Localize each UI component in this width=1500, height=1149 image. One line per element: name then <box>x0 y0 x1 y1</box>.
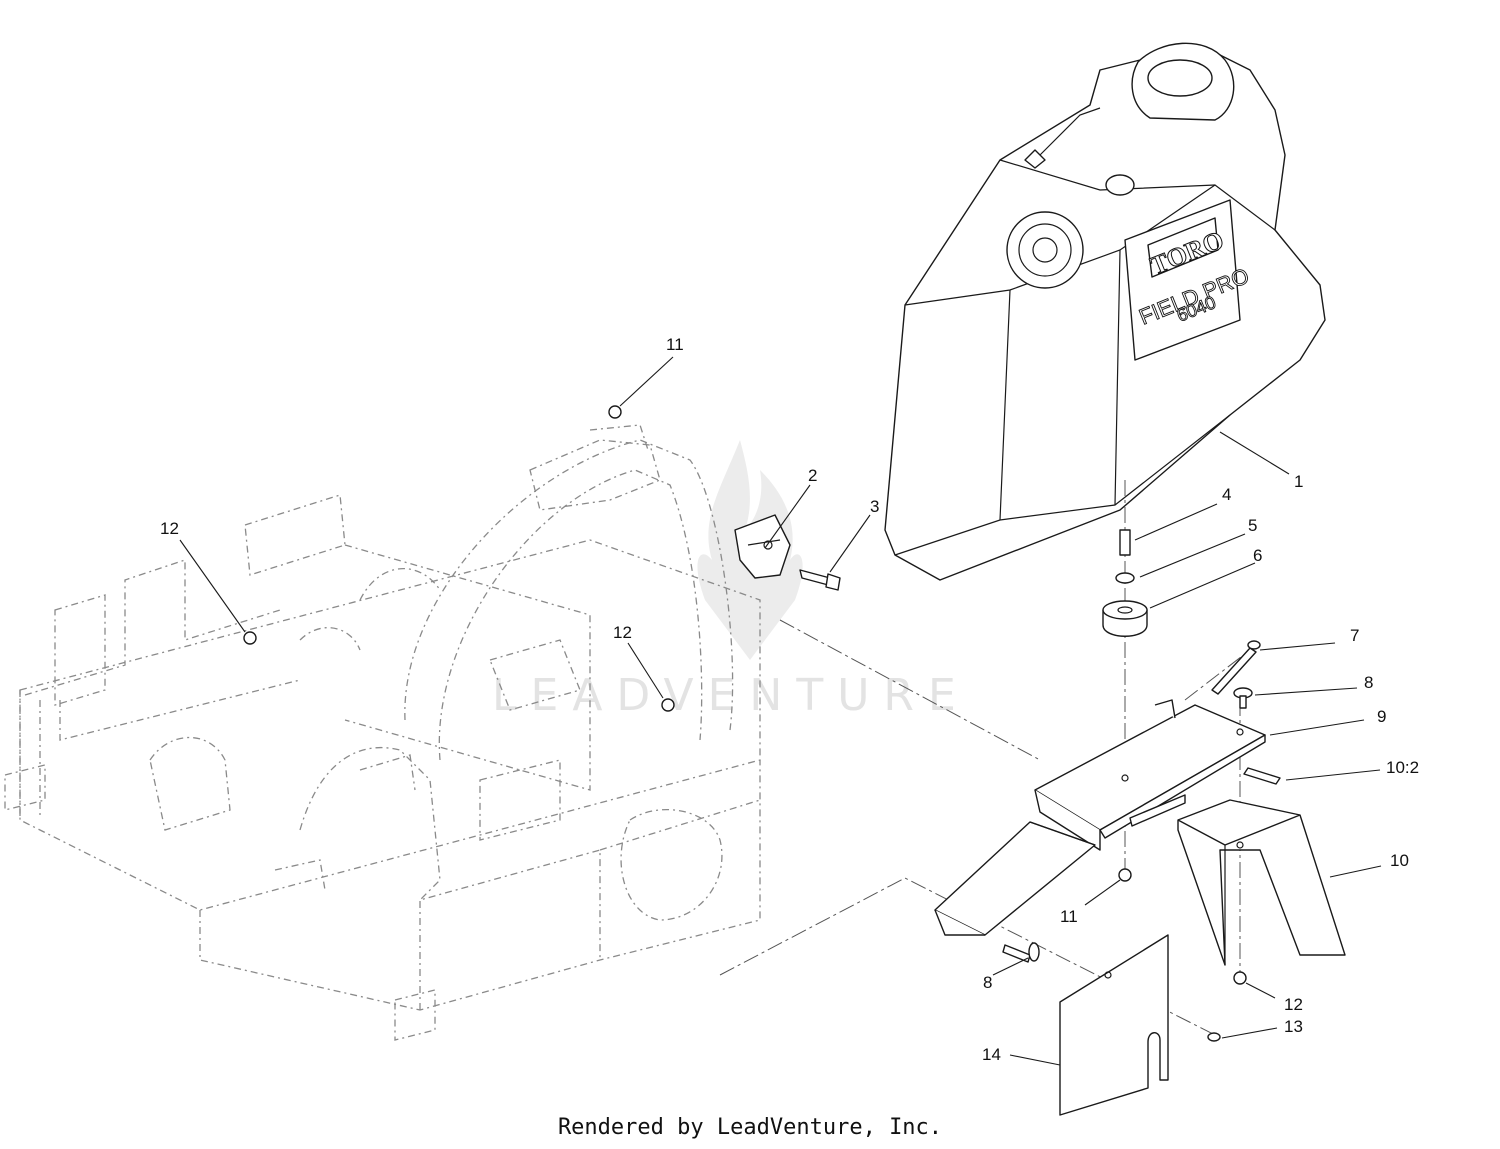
rubber-bracket <box>734 514 791 579</box>
bolt-4 <box>1119 529 1131 556</box>
callout-1: 1 <box>1294 472 1303 491</box>
callout-12-left: 12 <box>160 519 179 538</box>
nut-12-shield <box>1233 971 1247 985</box>
nut-12-center <box>661 698 675 712</box>
body-cover: TORO FIELD PRO 6040 <box>884 42 1326 581</box>
fitting <box>1024 149 1046 169</box>
callout-5: 5 <box>1248 516 1257 535</box>
strip-10-2 <box>1243 767 1281 785</box>
plate-14 <box>1059 934 1169 1116</box>
callout-11-bracket: 11 <box>1060 907 1078 926</box>
shield-10 <box>1177 799 1346 966</box>
callout-6: 6 <box>1253 546 1262 565</box>
callout-12-shield: 12 <box>1284 995 1303 1014</box>
callout-11-top: 11 <box>666 335 684 354</box>
footer-credit: Rendered by LeadVenture, Inc. <box>557 1115 943 1140</box>
callout-12-center: 12 <box>613 623 632 642</box>
screw-13 <box>1207 1032 1221 1042</box>
knob <box>1006 211 1084 289</box>
mount-bracket-9 <box>934 699 1266 936</box>
carriage-bolt-8-top <box>1233 687 1253 709</box>
carriage-bolt-8-bottom <box>1002 942 1040 963</box>
nut-11-top <box>608 405 622 419</box>
callout-8-top: 8 <box>1364 673 1373 692</box>
callout-8-bottom: 8 <box>983 973 992 992</box>
watermark-text: LEADVENTURE <box>492 670 970 721</box>
bolt-3 <box>799 569 841 591</box>
callout-14: 14 <box>982 1045 1001 1064</box>
callout-7: 7 <box>1350 626 1359 645</box>
toro-logo-plate: TORO FIELD PRO 6040 <box>1124 199 1253 361</box>
callout-4: 4 <box>1222 485 1231 504</box>
callout-13: 13 <box>1284 1017 1303 1036</box>
nut-12-left <box>243 631 257 645</box>
washer-5 <box>1115 572 1135 584</box>
callout-10: 10 <box>1390 851 1409 870</box>
callout-3: 3 <box>870 497 879 516</box>
callout-10-2: 10:2 <box>1386 758 1419 777</box>
bolt-7 <box>1211 640 1261 695</box>
callout-2: 2 <box>808 466 817 485</box>
leader-lines <box>179 356 1382 1066</box>
cap <box>1105 174 1135 196</box>
fill-neck <box>1131 42 1235 121</box>
callout-labels: 1 2 3 4 5 6 7 8 9 10:2 10 11 11 12 12 12… <box>160 335 1419 1064</box>
frame-ghost <box>4 424 761 1041</box>
callout-9: 9 <box>1377 707 1386 726</box>
isolator-6 <box>1102 600 1148 637</box>
nut-11-bracket <box>1118 868 1132 882</box>
